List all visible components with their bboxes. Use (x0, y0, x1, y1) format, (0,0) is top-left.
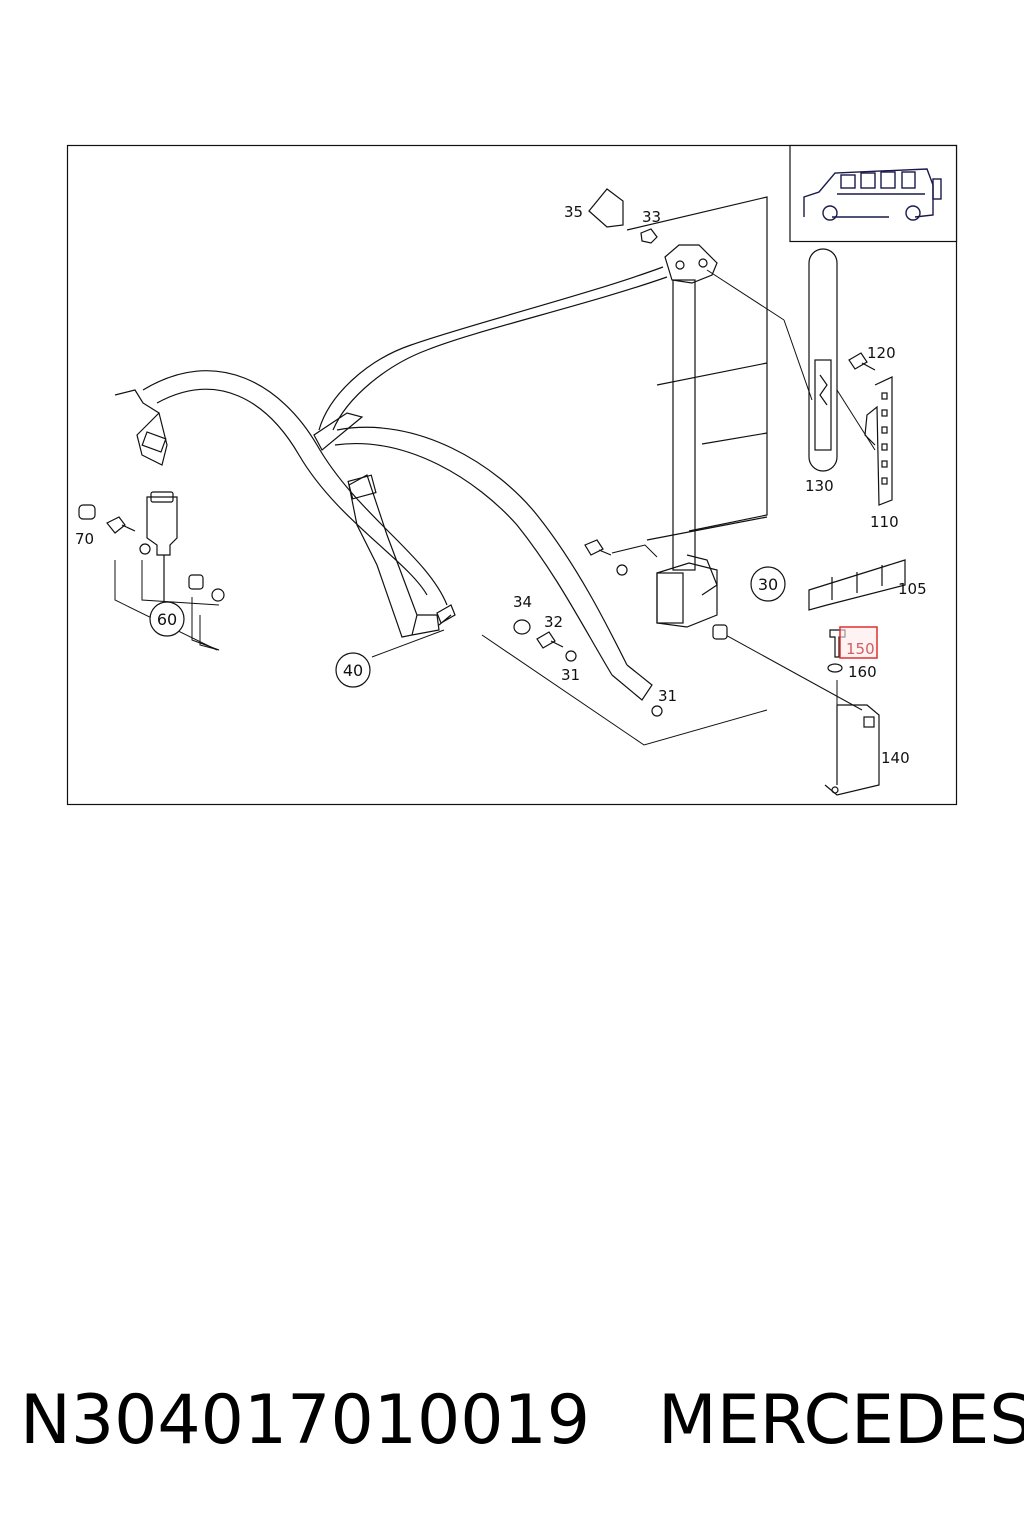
label-150: 150 (846, 640, 875, 658)
label-105: 105 (898, 580, 927, 598)
label-31a: 31 (561, 666, 580, 684)
callout-circles (149, 566, 786, 688)
label-160: 160 (848, 663, 877, 681)
center-buckle (347, 474, 440, 638)
lap-belt-strap (142, 370, 653, 701)
label-30: 30 (758, 575, 778, 594)
height-adjuster (808, 248, 838, 472)
label-140: 140 (881, 749, 910, 767)
clip-retractor-icon (616, 564, 628, 576)
callout-circle-40 (335, 652, 371, 688)
highlight-box (839, 626, 878, 659)
part-labels: 30 40 60 70 34 32 31 31 33 35 120 130 11… (75, 203, 927, 767)
seat-outline (626, 196, 768, 541)
brand-name: MERCEDES (658, 1381, 1024, 1460)
label-34: 34 (513, 593, 532, 611)
washer-31b-icon (651, 705, 663, 717)
label-32: 32 (544, 613, 563, 631)
label-33: 33 (642, 208, 661, 226)
label-31b: 31 (658, 687, 677, 705)
bracket-105 (808, 559, 906, 611)
washer-60b-icon (211, 588, 225, 602)
vehicle-icon (803, 168, 942, 221)
bolt-40-icon (436, 604, 456, 626)
label-120: 120 (867, 344, 896, 362)
washer-60a-icon (139, 543, 151, 555)
label-60: 60 (157, 610, 177, 629)
callout-circle-60 (149, 601, 185, 637)
nut-33-icon (640, 228, 658, 244)
spacer-retractor-icon (712, 624, 728, 640)
fasteners (78, 188, 876, 717)
bracket-140 (824, 704, 880, 796)
retractor-assembly (656, 244, 718, 628)
label-35: 35 (564, 203, 583, 221)
caption: N304017010019 MERCEDES (20, 1376, 1024, 1466)
diagram-frame (66, 144, 958, 806)
callout-circle-30 (750, 566, 786, 602)
bushing-70-icon (78, 504, 96, 520)
label-130: 130 (805, 477, 834, 495)
upper-belt-strap (313, 266, 668, 451)
bolt-32-icon (536, 631, 564, 649)
bolt-retractor-icon (584, 539, 612, 556)
bolt-120-icon (848, 352, 876, 371)
bolt-left-icon (106, 516, 136, 534)
vehicle-thumbnail (789, 144, 958, 243)
spacer-60-icon (188, 574, 204, 590)
belt-tongue-left (114, 389, 168, 466)
part-number: N304017010019 (20, 1381, 591, 1460)
label-110: 110 (870, 513, 899, 531)
guide-rail (864, 376, 893, 506)
cover-35-icon (588, 188, 624, 228)
label-70: 70 (75, 530, 94, 548)
sleeve-34-icon (513, 619, 531, 635)
left-buckle (146, 491, 178, 615)
washer-160-icon (827, 663, 843, 673)
label-40: 40 (343, 661, 363, 680)
washer-31a-icon (565, 650, 577, 662)
parts-diagram: 30 40 60 70 34 32 31 31 33 35 120 130 11… (66, 144, 958, 806)
leader-lines (114, 269, 876, 746)
